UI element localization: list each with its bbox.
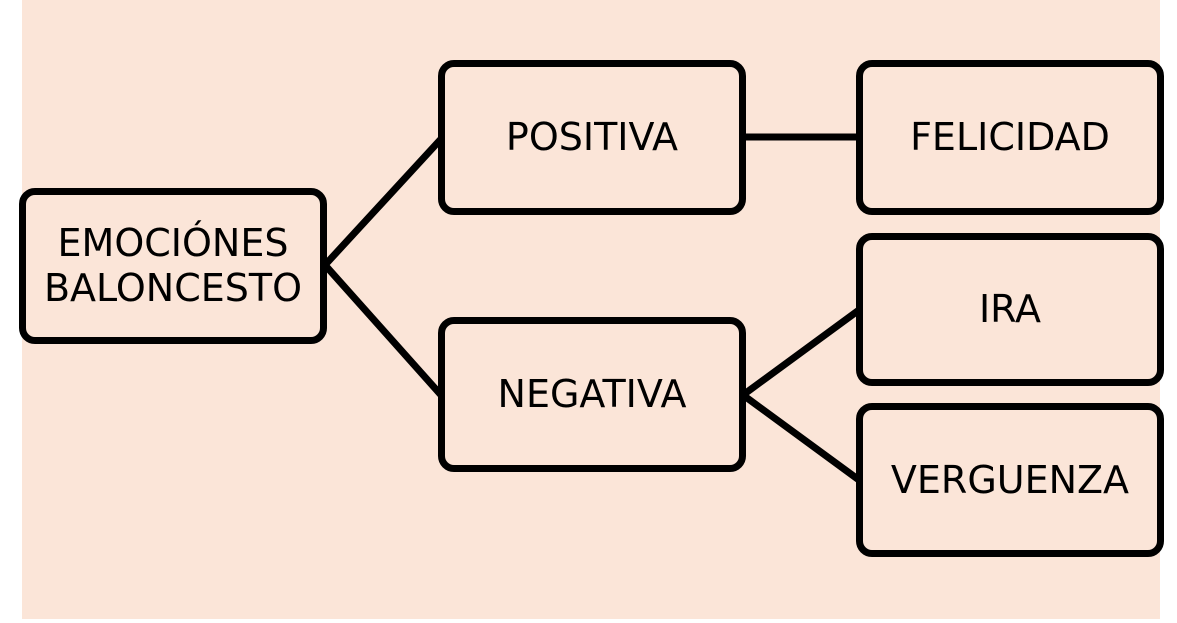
leaf-label: FELICIDAD	[910, 115, 1110, 160]
root-node: EMOCIÓNES BALONCESTO	[19, 188, 327, 344]
connector-negativa-verguenza	[739, 391, 863, 484]
connector-negativa-ira	[739, 306, 863, 399]
leaf-node-ira: IRA	[856, 233, 1164, 386]
branch-label: NEGATIVA	[497, 372, 687, 417]
branch-node-negativa: NEGATIVA	[438, 317, 746, 472]
connector-root-negativa	[321, 261, 445, 399]
branch-label: POSITIVA	[505, 115, 679, 160]
connector-root-positiva	[321, 135, 445, 269]
leaf-node-verguenza: VERGUENZA	[856, 403, 1164, 557]
root-label-line1: EMOCIÓNES	[57, 221, 289, 266]
leaf-node-felicidad: FELICIDAD	[856, 60, 1164, 215]
root-label-line2: BALONCESTO	[43, 266, 302, 310]
leaf-label: IRA	[978, 287, 1042, 332]
branch-node-positiva: POSITIVA	[438, 60, 746, 215]
leaf-label: VERGUENZA	[890, 457, 1130, 502]
